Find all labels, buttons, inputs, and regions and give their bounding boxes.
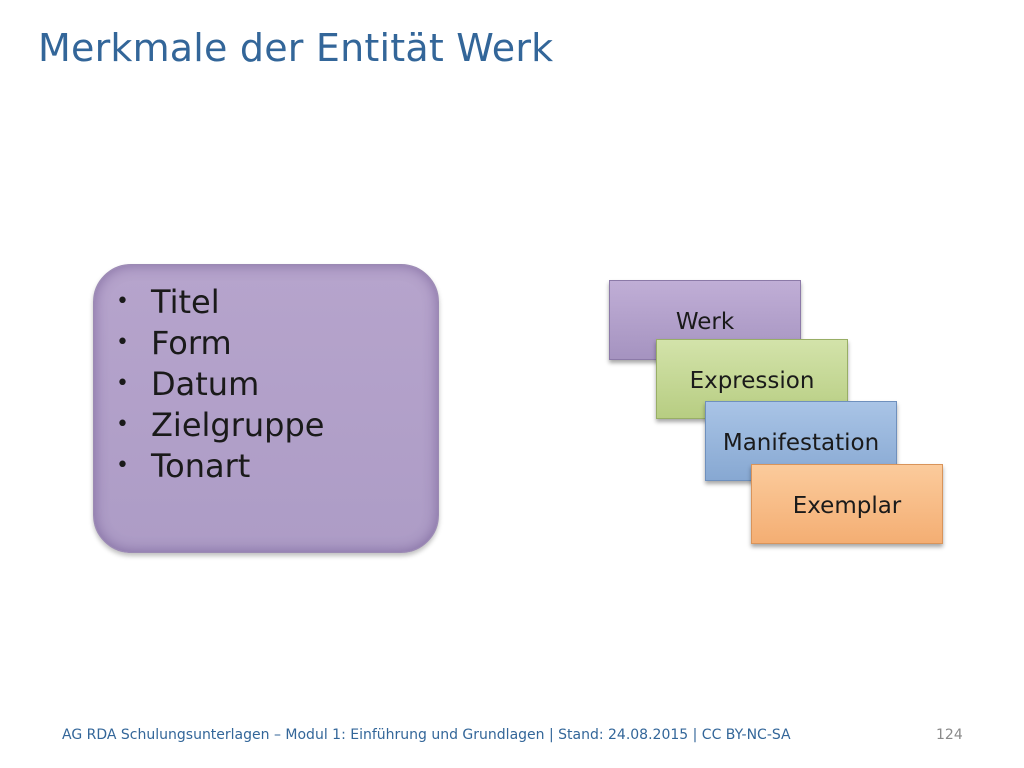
- attributes-list: • Titel • Form • Datum • Zielgruppe • To…: [116, 281, 324, 486]
- entity-label-manifestation: Manifestation: [722, 430, 880, 456]
- attribute-label: Form: [151, 323, 232, 362]
- attribute-label: Zielgruppe: [151, 405, 325, 444]
- bullet-icon: •: [116, 453, 129, 478]
- attribute-item-datum: • Datum: [116, 363, 324, 404]
- bullet-icon: •: [116, 412, 129, 437]
- entity-label-werk: Werk: [675, 309, 735, 335]
- entity-label-exemplar: Exemplar: [792, 493, 902, 519]
- entity-box-exemplar: Exemplar: [751, 464, 943, 544]
- bullet-icon: •: [116, 289, 129, 314]
- attribute-label: Titel: [151, 282, 220, 321]
- attribute-label: Tonart: [151, 446, 251, 485]
- slide-title: Merkmale der Entität Werk: [38, 26, 554, 70]
- bullet-icon: •: [116, 330, 129, 355]
- bullet-icon: •: [116, 371, 129, 396]
- attribute-label: Datum: [151, 364, 260, 403]
- entity-label-expression: Expression: [689, 368, 815, 394]
- attributes-box: • Titel • Form • Datum • Zielgruppe • To…: [93, 264, 439, 553]
- attribute-item-zielgruppe: • Zielgruppe: [116, 404, 324, 445]
- attribute-item-tonart: • Tonart: [116, 445, 324, 486]
- page-number: 124: [936, 727, 963, 743]
- attribute-item-form: • Form: [116, 322, 324, 363]
- attribute-item-titel: • Titel: [116, 281, 324, 322]
- footer-text: AG RDA Schulungsunterlagen – Modul 1: Ei…: [62, 727, 791, 743]
